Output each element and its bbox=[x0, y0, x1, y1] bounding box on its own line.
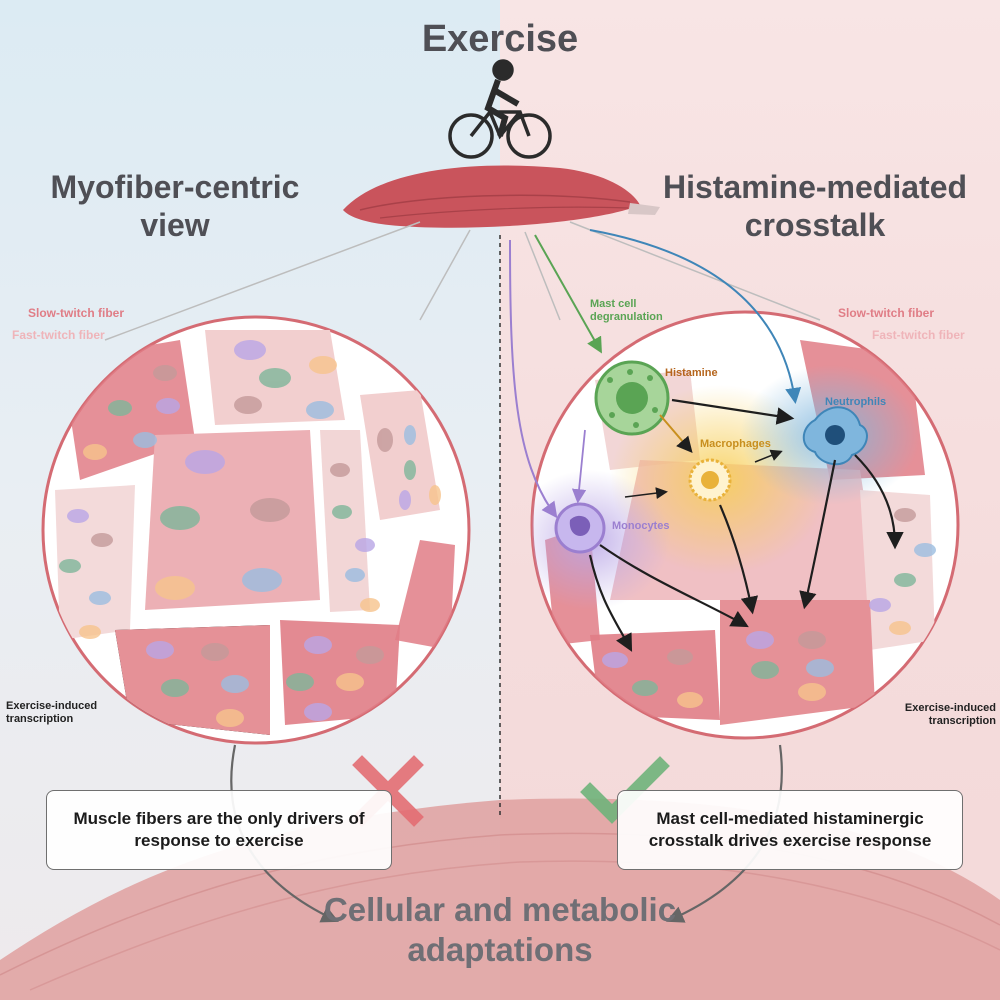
right-annotation: Exercise-induced transcription bbox=[904, 702, 996, 727]
right-fast-label: Fast-twitch fiber bbox=[872, 328, 965, 342]
muscle-icon bbox=[343, 165, 660, 228]
left-slow-label: Slow-twitch fiber bbox=[28, 306, 124, 320]
mast-cell bbox=[594, 360, 670, 436]
right-conclusion-box: Mast cell-mediated histaminergic crossta… bbox=[617, 790, 963, 870]
left-fibers bbox=[55, 330, 455, 735]
right-conclusion-text: Mast cell-mediated histaminergic crossta… bbox=[648, 809, 932, 850]
monocytes-label: Monocytes bbox=[612, 520, 670, 532]
right-heading: Histamine-mediated crosstalk bbox=[662, 169, 968, 243]
right-slow-label: Slow-twitch fiber bbox=[838, 306, 934, 320]
bottom-outcome: Cellular and metabolic adaptations bbox=[323, 891, 677, 968]
arrow-monocyte-recruitment bbox=[509, 239, 558, 519]
cyclist-icon bbox=[448, 59, 552, 159]
left-conclusion-box: Muscle fibers are the only drivers of re… bbox=[46, 790, 392, 870]
check-icon bbox=[580, 756, 670, 824]
arrow-neutrophil-recruitment bbox=[589, 229, 802, 404]
histamine-label: Histamine bbox=[665, 367, 718, 379]
neutrophil-cell bbox=[802, 406, 868, 466]
macrophage-cell bbox=[688, 458, 732, 502]
left-heading: Myofiber-centric view bbox=[50, 169, 300, 243]
page-title: Exercise bbox=[421, 18, 579, 60]
left-conclusion-text: Muscle fibers are the only drivers of re… bbox=[73, 809, 365, 850]
monocyte-cell bbox=[554, 502, 606, 554]
left-annotation: Exercise-induced transcription bbox=[6, 700, 98, 725]
arrow-mast-degranulation bbox=[534, 234, 602, 354]
macrophages-label: Macrophages bbox=[700, 438, 771, 450]
left-fast-label: Fast-twitch fiber bbox=[12, 328, 105, 342]
neutrophils-label: Neutrophils bbox=[825, 396, 887, 408]
mast-degranulation-label: Mast cell degranulation bbox=[590, 298, 663, 323]
